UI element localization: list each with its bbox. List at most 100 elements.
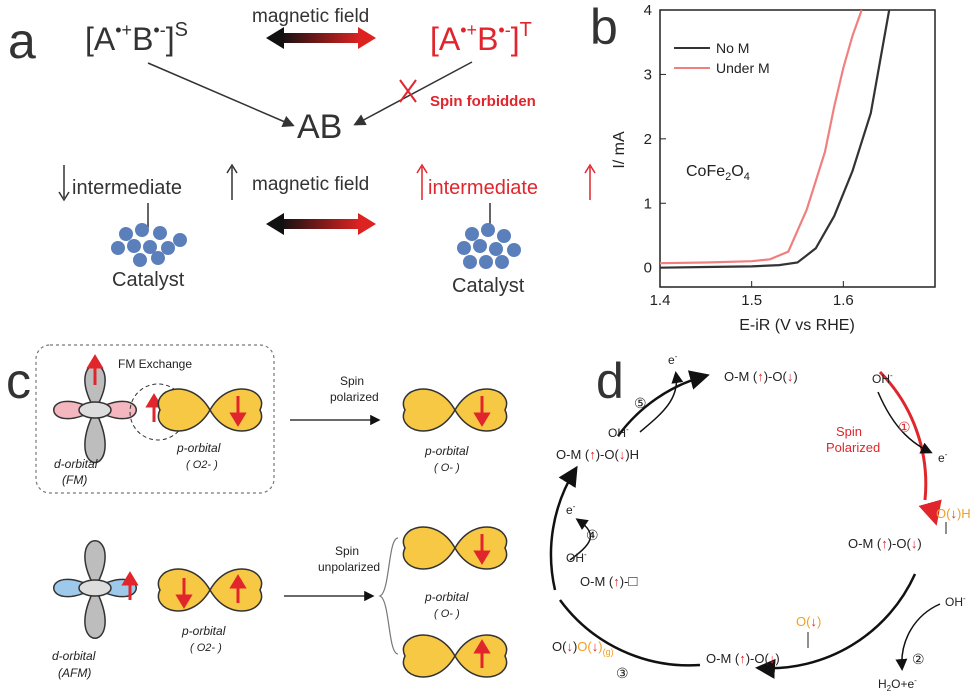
spin-up-arrow-icon — [145, 393, 163, 422]
oh-in-arrow-1 — [877, 391, 933, 454]
panel-label-d: d — [596, 353, 624, 409]
legend-under-m: Under M — [716, 60, 770, 76]
oh-step2: OH- — [945, 594, 966, 609]
fm-box — [35, 344, 275, 494]
o2-label-2: ( O2- ) — [190, 642, 222, 654]
p-orbital-icon — [157, 388, 263, 432]
h2o-product: H2O+e- — [878, 676, 917, 693]
spin-forbidden-label: Spin forbidden — [430, 93, 536, 110]
intermediate-right: intermediate — [416, 163, 596, 200]
spin-down-arrow-icon — [473, 534, 491, 565]
cycle-arc-5 — [616, 370, 710, 437]
e-step4: e- — [566, 502, 576, 517]
panel-c: c FM Exchange d-orbital (FM) p-orbital — [6, 344, 508, 680]
spin-down-arrow-icon — [229, 396, 247, 427]
series-line-no-m — [659, 9, 891, 269]
material-label: CoFe2O4 — [686, 163, 750, 183]
forbidden-cross-icon — [399, 79, 417, 103]
spin-polarized-d-1: Spin — [836, 424, 862, 439]
series-line-under-m — [659, 9, 863, 265]
oh-step4: OH- — [566, 550, 587, 565]
cycle-arc-2 — [755, 573, 917, 679]
p-orbital-product-icon — [402, 388, 508, 432]
y-axis-label: I/ mA — [611, 131, 628, 169]
panel-b: b 1.4 1.5 1.6 0 1 2 3 4 I/ mA E-iR (V vs RHE) C… — [590, 0, 936, 334]
spin-up-arrow-icon — [473, 639, 491, 668]
d-orbital-fm-icon — [53, 364, 137, 464]
bottom-species-bottom: O-M (↑)-O(↓) — [706, 651, 780, 666]
spin-unpolarized-label-1: Spin — [335, 544, 359, 558]
magnetic-field-top-label: magnetic field — [252, 6, 369, 27]
cycle-arc-red — [878, 370, 928, 501]
step3-number: ③ — [616, 665, 629, 681]
plot-axes: 1.4 1.5 1.6 0 1 2 3 4 — [644, 2, 854, 309]
panel-label-a: a — [8, 13, 36, 69]
oh-step5: OH- — [608, 425, 629, 440]
spin-up-arrow-icon — [86, 354, 104, 385]
o-label-2: ( O- ) — [434, 608, 460, 620]
intermediate-right-label: intermediate — [428, 177, 538, 199]
y-tick-label: 2 — [644, 131, 652, 148]
panel-a: a [A•+B•-]S [A•+B•-]T magnetic field Spi… — [8, 6, 596, 297]
double-arrow-bottom — [266, 213, 376, 235]
d-orbital-fm-sub: (FM) — [62, 473, 87, 487]
oh-step1: OH- — [872, 371, 893, 386]
cycle-arrowhead-red — [918, 499, 942, 526]
x-tick-label: 1.4 — [650, 292, 671, 309]
p-orbital-product-icon — [402, 526, 508, 570]
d-orbital-afm-icon — [53, 540, 137, 639]
right-species-top: O(↓)H — [936, 506, 971, 521]
e-step1: e- — [938, 450, 948, 465]
double-arrow-top — [266, 27, 376, 49]
cycle-arc-4 — [549, 465, 578, 591]
spin-polarized-d-2: Polarized — [826, 440, 880, 455]
right-species-bottom: O-M (↑)-O(↓) — [848, 536, 922, 551]
y-tick-label: 1 — [644, 195, 652, 212]
spin-down-arrow-icon — [473, 396, 491, 427]
top-species: O-M (↑)-O(↓) — [724, 369, 798, 384]
brace — [378, 537, 399, 655]
e-step5: e- — [668, 352, 678, 367]
step1-number: ① — [898, 419, 911, 435]
x-axis-label: E-iR (V vs RHE) — [739, 317, 855, 334]
d-orbital-fm-label: d-orbital — [54, 457, 98, 471]
fm-exchange-label: FM Exchange — [118, 357, 192, 371]
panel-label-b: b — [590, 0, 618, 55]
p-orbital-label-2: p-orbital — [424, 444, 469, 458]
spin-polarized-label-1: Spin — [340, 374, 364, 388]
p-orbital-label-4: p-orbital — [424, 590, 469, 604]
triplet-state: [A•+B•-]T — [430, 19, 532, 57]
p-orbital-label-1: p-orbital — [176, 441, 221, 455]
electron-out-arrow-4 — [569, 518, 592, 561]
o2-label-1: ( O2- ) — [186, 459, 218, 471]
y-tick-label: 3 — [644, 66, 652, 83]
cycle-arc-3 — [558, 599, 701, 667]
spin-unpolarized-label-2: unpolarized — [318, 560, 380, 574]
p-orbital-label-3: p-orbital — [181, 624, 226, 638]
singlet-state: [A•+B•-]S — [85, 19, 188, 57]
d-orbital-afm-sub: (AFM) — [58, 666, 91, 680]
y-tick-label: 4 — [644, 2, 652, 19]
legend: No M Under M — [674, 40, 770, 76]
x-tick-label: 1.6 — [833, 292, 854, 309]
y-tick-label: 0 — [644, 260, 652, 277]
magnetic-field-bottom-label: magnetic field — [252, 174, 369, 195]
intermediate-left: intermediate — [58, 163, 238, 202]
product-ab: AB — [297, 108, 342, 146]
oh-in-arrow-2 — [895, 603, 941, 671]
spin-down-arrow-icon — [175, 578, 193, 609]
d-orbital-afm-label: d-orbital — [52, 649, 96, 663]
plot-series — [659, 9, 891, 269]
catalyst-left-label: Catalyst — [112, 269, 185, 291]
intermediate-left-label: intermediate — [72, 177, 182, 199]
catalyst-right-label: Catalyst — [452, 275, 525, 297]
spin-up-arrow-icon — [229, 574, 247, 603]
bottom-species-top: O(↓) — [796, 614, 821, 629]
panel-label-c: c — [6, 353, 31, 409]
left-species: O-M (↑)-O(↓)H — [556, 447, 639, 462]
step5-number: ⑤ — [634, 395, 647, 411]
catalyst-right-icon — [457, 203, 521, 269]
x-tick-label: 1.5 — [741, 292, 762, 309]
spin-up-arrow-icon — [121, 571, 139, 600]
